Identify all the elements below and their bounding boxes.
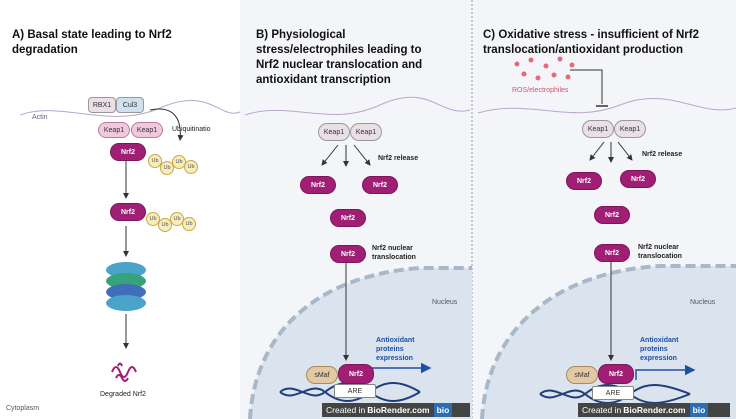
ub-icon: Ub <box>148 154 162 168</box>
inhibition-line <box>570 69 603 104</box>
nucleus-c-label: Nucleus <box>690 299 716 306</box>
keap1-c-right: Keap1 <box>614 120 646 138</box>
nrf2-b-4: Nrf2 <box>330 245 366 263</box>
antioxidant-c-label: Antioxidant proteins expression <box>640 337 679 362</box>
badge-created-label: Created in <box>326 405 366 415</box>
nrf2-a-bound: Nrf2 <box>110 143 146 161</box>
nrf2-b-1: Nrf2 <box>300 176 336 194</box>
cytoplasm-label: Cytoplasm <box>6 405 40 412</box>
keap1-right: Keap1 <box>131 122 163 138</box>
arrow-b1 <box>321 144 339 166</box>
arrow-b3 <box>353 144 371 166</box>
are-c-box: ARE <box>592 386 634 400</box>
biorender-logo-icon: bio <box>689 403 709 417</box>
ub-icon: Ub <box>158 218 172 232</box>
nrf2-c-4: Nrf2 <box>594 244 630 262</box>
ub-icon: Ub <box>182 217 196 231</box>
membrane-a <box>19 100 241 117</box>
nrf2-c-2: Nrf2 <box>620 170 656 188</box>
panel-c-title: C) Oxidative stress - insufficient of Nr… <box>483 29 699 56</box>
nucleus-b <box>250 268 472 419</box>
keap1-b-right: Keap1 <box>350 123 382 141</box>
nrf2-release-b-label: Nrf2 release <box>378 155 419 162</box>
panel-a-title: A) Basal state leading to Nrf2 degradati… <box>12 29 172 56</box>
nrf2-c-nuclear: Nrf2 <box>598 364 634 384</box>
nrf2-b-nuclear: Nrf2 <box>338 364 374 384</box>
rbx1-box: RBX1 <box>88 97 116 113</box>
actin-label: Actin <box>32 114 48 121</box>
badge-brand-label: BioRender.com <box>367 405 430 415</box>
degraded-nrf2-label: Degraded Nrf2 <box>100 391 146 398</box>
translocation-c-label: Nrf2 nuclear translocation <box>638 244 682 260</box>
keap1-c-left: Keap1 <box>582 120 614 138</box>
arrow-c1 <box>589 141 605 161</box>
smaf-b: sMaf <box>306 366 338 384</box>
membrane-b <box>244 96 471 116</box>
nrf2-a-ubiquitinated: Nrf2 <box>110 203 146 221</box>
smaf-c: sMaf <box>566 366 598 384</box>
dna-b-strand2 <box>279 382 421 402</box>
panel-b-title: B) Physiological stress/electrophiles le… <box>256 29 423 86</box>
arrow-c3 <box>617 141 633 161</box>
membrane-c <box>477 97 736 114</box>
badge-brand-label: BioRender.com <box>623 405 686 415</box>
nrf2-b-2: Nrf2 <box>362 176 398 194</box>
proteasome-icon <box>106 262 146 311</box>
degraded-nrf2-icon <box>111 362 137 382</box>
keap1-b-left: Keap1 <box>318 123 350 141</box>
biorender-badge-c[interactable]: Created in BioRender.com bio <box>578 403 730 417</box>
ubiquitination-label: Ubiquitinatio <box>172 126 211 133</box>
translocation-b-label: Nrf2 nuclear translocation <box>372 245 416 261</box>
ub-icon: Ub <box>184 160 198 174</box>
nuclear-envelope-b <box>248 266 472 419</box>
biorender-badge-b[interactable]: Created in BioRender.com bio <box>322 403 470 417</box>
badge-created-label: Created in <box>582 405 622 415</box>
ros-label: ROS/electrophiles <box>512 87 569 94</box>
are-b-box: ARE <box>334 384 376 398</box>
ubiquitination-arrow <box>149 108 184 141</box>
nuclear-envelope-c <box>480 264 736 419</box>
keap1-left: Keap1 <box>98 122 130 138</box>
nrf2-c-3: Nrf2 <box>594 206 630 224</box>
ub-icon: Ub <box>160 161 174 175</box>
arrow-c-transcription <box>635 364 696 380</box>
cul3-box: Cul3 <box>116 97 144 113</box>
nrf2-c-1: Nrf2 <box>566 172 602 190</box>
nrf2-b-3: Nrf2 <box>330 209 366 227</box>
biorender-logo-icon: bio <box>433 403 453 417</box>
ros-particles-icon <box>514 56 575 81</box>
antioxidant-b-label: Antioxidant proteins expression <box>376 337 415 362</box>
nrf2-release-c-label: Nrf2 release <box>642 151 683 158</box>
nucleus-b-label: Nucleus <box>432 299 458 306</box>
